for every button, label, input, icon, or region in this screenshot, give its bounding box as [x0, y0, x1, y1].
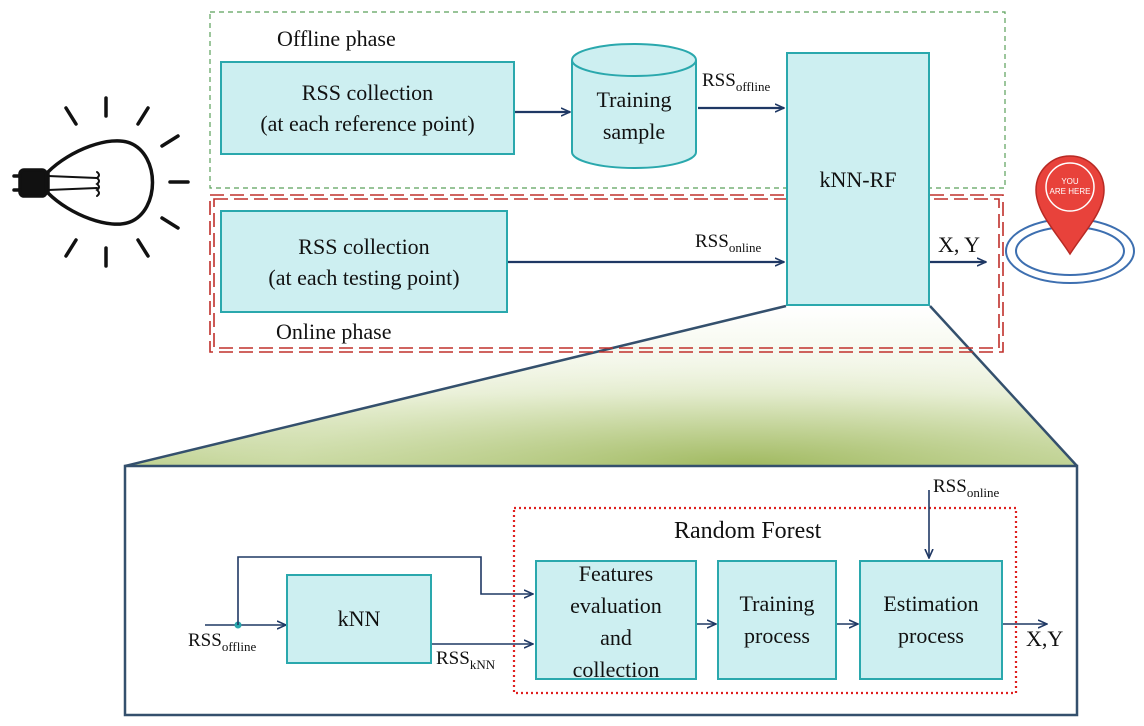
features-line4: collection: [572, 657, 660, 680]
rss-offline-label-top: RSSoffline: [702, 70, 771, 94]
online-phase-label: Online phase: [276, 319, 392, 344]
pin-text-line2: ARE HERE: [1049, 187, 1091, 196]
location-pin-icon: [1005, 155, 1135, 284]
rss-collection-reference-box: RSS collection (at each reference point): [220, 61, 515, 155]
rss-offline-top-main: RSS: [702, 70, 736, 91]
light-bulb-icon: [12, 96, 190, 268]
offline-phase-label: Offline phase: [277, 26, 396, 51]
rss-knn-sub: kNN: [469, 657, 496, 672]
training-sample-line2: sample: [602, 119, 666, 144]
knn-box: kNN: [286, 574, 432, 664]
features-line1: Features: [578, 561, 654, 586]
arrow-bypass-offline: [237, 556, 533, 625]
rss-offline-label-detail: RSSoffline: [188, 630, 257, 654]
rss-knn-main: RSS: [436, 648, 470, 669]
online-phase-frame: [209, 194, 1004, 353]
random-forest-frame: [512, 506, 1018, 695]
knn-rf-label: kNN-RF: [819, 166, 897, 192]
random-forest-title: Random Forest: [674, 518, 822, 544]
rss-knn-label: RSSkNN: [436, 648, 496, 672]
rss-online-detail-sub: online: [966, 485, 1000, 500]
training-process-box: Training process: [717, 560, 837, 680]
estimation-process-box: Estimation process: [859, 560, 1003, 680]
estimation-process-line2: process: [898, 623, 964, 648]
rss-offline-detail-main: RSS: [188, 630, 222, 651]
estimation-process-line1: Estimation: [883, 591, 979, 616]
rss-offline-top-sub: offline: [735, 79, 771, 94]
rss-online-top-sub: online: [728, 240, 762, 255]
rss-online-label-detail: RSSonline: [933, 476, 1000, 500]
output-xy-top: X, Y: [938, 232, 980, 257]
training-process-line1: Training: [739, 591, 815, 616]
training-sample-label: Training sample: [572, 84, 696, 148]
rss-online-label-top: RSSonline: [695, 231, 762, 255]
training-sample-line1: Training: [596, 87, 672, 112]
pin-text-line1: YOU: [1061, 177, 1079, 186]
knn-label: kNN: [337, 606, 381, 631]
features-line3: and: [600, 625, 632, 650]
knn-rf-box: kNN-RF: [786, 52, 930, 306]
rss-collection-testing-line1: RSS collection: [298, 233, 430, 259]
offline-phase-frame: [209, 11, 1006, 189]
features-line2: evaluation: [570, 593, 662, 618]
rss-collection-reference-line2: (at each reference point): [260, 111, 475, 136]
output-xy-detail: X,Y: [1026, 626, 1064, 651]
rss-online-top-main: RSS: [695, 231, 729, 252]
training-process-line2: process: [744, 623, 810, 648]
rss-collection-testing-line2: (at each testing point): [268, 264, 460, 290]
rss-offline-detail-sub: offline: [221, 639, 257, 654]
rss-collection-reference-line1: RSS collection: [301, 80, 434, 105]
training-sample-cylinder: [571, 43, 697, 169]
rss-online-detail-main: RSS: [933, 476, 967, 497]
features-box: Features evaluation and collection: [535, 560, 697, 680]
rss-collection-testing-box: RSS collection (at each testing point): [220, 210, 508, 313]
